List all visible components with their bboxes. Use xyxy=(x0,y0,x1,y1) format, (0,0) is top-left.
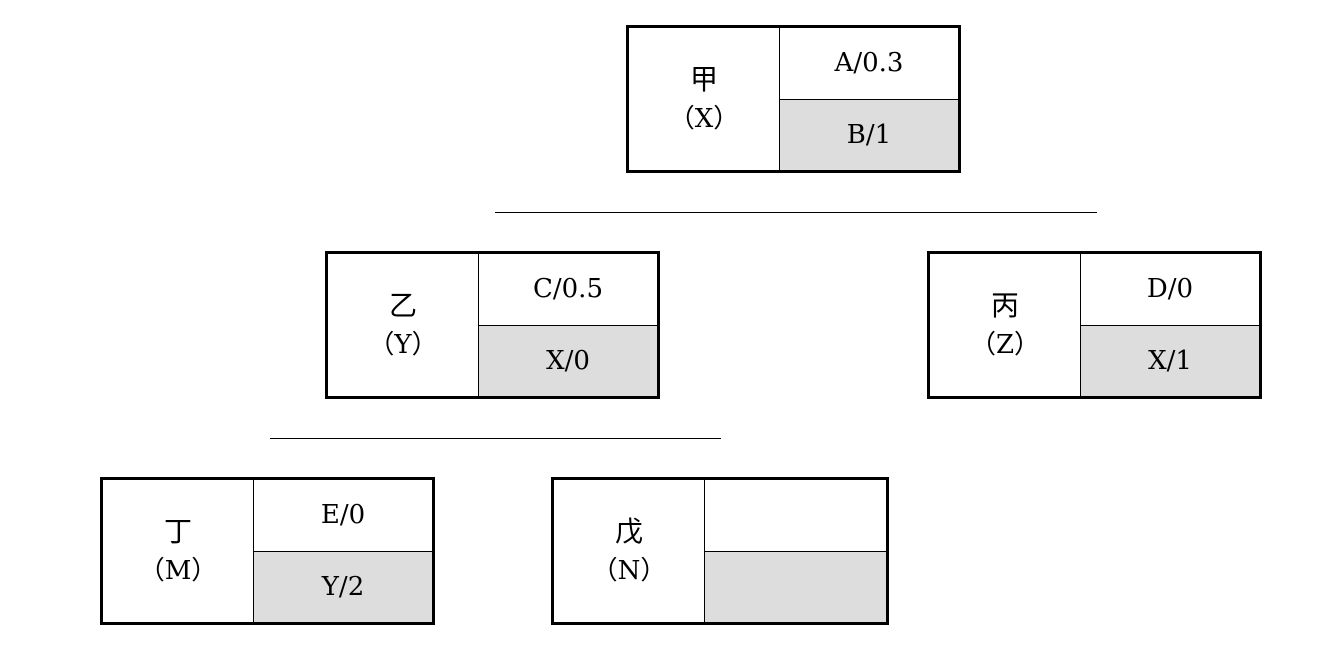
node-label: 丁 （M） xyxy=(103,480,254,622)
connector-line xyxy=(270,438,721,439)
node-label: 乙 （Y） xyxy=(328,254,479,396)
node-code: （Z） xyxy=(969,330,1041,360)
node-code: （X） xyxy=(668,104,740,134)
node-name: 丙 xyxy=(990,289,1019,322)
node-code: （Y） xyxy=(368,330,438,360)
node-values: D/0 X/1 xyxy=(1081,254,1259,396)
connector-line xyxy=(495,212,1097,213)
node-code: （M） xyxy=(138,556,218,586)
node-bottom-value: X/1 xyxy=(1081,325,1259,396)
node-values: A/0.3 B/1 xyxy=(780,28,958,170)
node-name: 甲 xyxy=(689,63,718,96)
node-values xyxy=(705,480,886,622)
node-top-value: C/0.5 xyxy=(479,254,657,326)
node-wu: 戊 （N） xyxy=(551,477,889,625)
node-label: 丙 （Z） xyxy=(930,254,1081,396)
node-label: 甲 （X） xyxy=(629,28,780,170)
node-top-value: A/0.3 xyxy=(780,28,958,100)
node-label: 戊 （N） xyxy=(554,480,705,622)
node-jia: 甲 （X） A/0.3 B/1 xyxy=(626,25,961,173)
node-top-value xyxy=(705,480,886,552)
node-values: E/0 Y/2 xyxy=(254,480,432,622)
node-bottom-value xyxy=(705,551,886,622)
node-name: 丁 xyxy=(163,515,192,548)
node-name: 乙 xyxy=(388,289,417,322)
node-ding: 丁 （M） E/0 Y/2 xyxy=(100,477,435,625)
node-code: （N） xyxy=(591,556,667,586)
node-top-value: D/0 xyxy=(1081,254,1259,326)
node-bottom-value: X/0 xyxy=(479,325,657,396)
node-bing: 丙 （Z） D/0 X/1 xyxy=(927,251,1262,399)
node-name: 戊 xyxy=(614,515,643,548)
node-bottom-value: B/1 xyxy=(780,99,958,170)
node-yi: 乙 （Y） C/0.5 X/0 xyxy=(325,251,660,399)
node-top-value: E/0 xyxy=(254,480,432,552)
node-bottom-value: Y/2 xyxy=(254,551,432,622)
node-values: C/0.5 X/0 xyxy=(479,254,657,396)
